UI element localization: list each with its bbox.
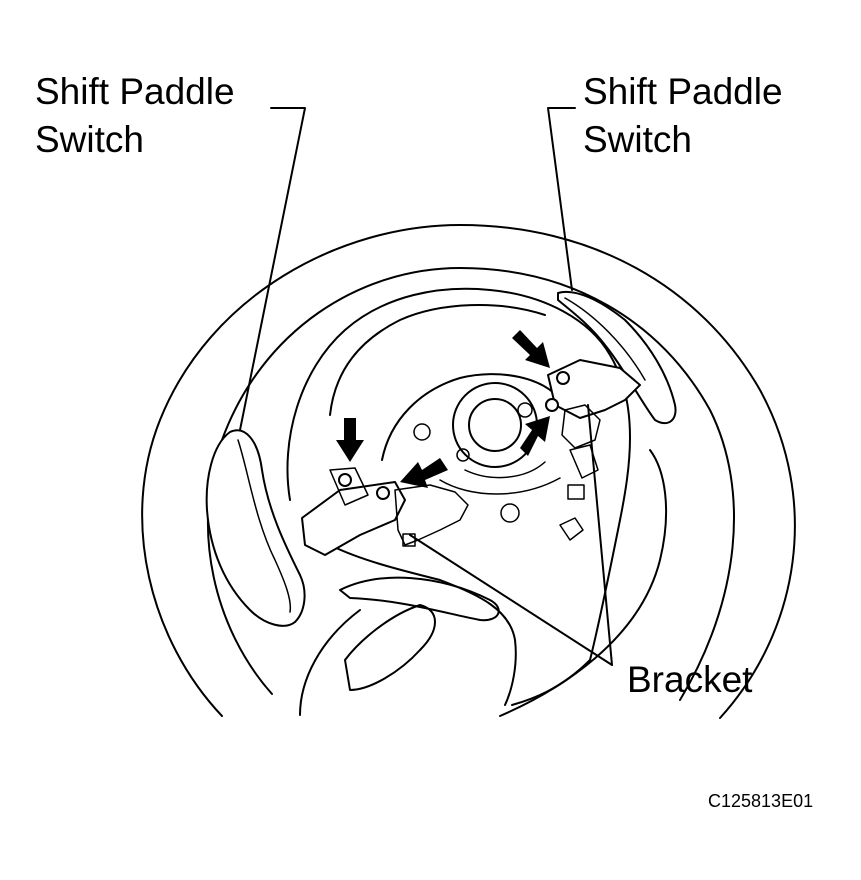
left-switch-body [301, 481, 406, 556]
right-bolt-2 [545, 398, 559, 412]
bolt-arrow-right-top-icon [512, 330, 550, 368]
leader-bracket-1 [409, 534, 613, 666]
left-bracket-tab [402, 533, 416, 547]
right-bolt-1 [556, 371, 570, 385]
wheel-lower-inner [299, 609, 361, 716]
lower-trim [339, 576, 500, 622]
bracket-label: Bracket [627, 659, 753, 700]
wheel-rim-outer [141, 224, 796, 719]
bolt-arrow-left-top-icon [336, 418, 364, 462]
right-bracket [561, 404, 601, 449]
wheel-rim-inner [206, 267, 735, 701]
right-switch-label-line2: Switch [583, 119, 692, 160]
left-switch-label-line2: Switch [35, 119, 144, 160]
hub-hole [413, 423, 431, 441]
boss-hole-right [517, 402, 533, 418]
left-bracket [394, 484, 469, 546]
left-switch-detail [329, 467, 369, 506]
left-paddle-edge [237, 439, 292, 613]
leader-left-switch [239, 107, 306, 431]
detail-square-2 [559, 517, 584, 541]
column-left [344, 604, 436, 691]
right-switch-label-line1: Shift Paddle [583, 71, 783, 112]
left-switch-label-line1: Shift Paddle [35, 71, 235, 112]
right-switch-body [547, 359, 641, 419]
right-paddle-edge [564, 297, 646, 381]
detail-square-1 [567, 484, 585, 500]
left-shift-paddle [205, 429, 306, 627]
center-boss-inner [468, 398, 522, 452]
bolt-arrow-left-side-icon [400, 458, 448, 488]
bolt-arrow-right-side-icon [520, 416, 550, 456]
left-bolt-2 [376, 486, 390, 500]
left-bolt-1 [338, 473, 352, 487]
leader-right-switch [547, 107, 576, 291]
hub-spoke-top [381, 373, 561, 461]
hub-curve-lower [439, 477, 561, 495]
hub-upper-arc [329, 303, 546, 416]
figure-code: C125813E01 [708, 791, 814, 811]
center-boss-outer [452, 382, 538, 468]
lower-spoke [329, 544, 517, 706]
lower-hub-hole [500, 503, 520, 523]
leader-bracket-2 [587, 404, 613, 666]
wheel-hub-outline [286, 287, 631, 706]
right-bracket-2 [569, 444, 599, 479]
right-shift-paddle [557, 290, 677, 425]
hub-curve-mid [464, 461, 546, 479]
boss-hole-left [456, 448, 470, 462]
